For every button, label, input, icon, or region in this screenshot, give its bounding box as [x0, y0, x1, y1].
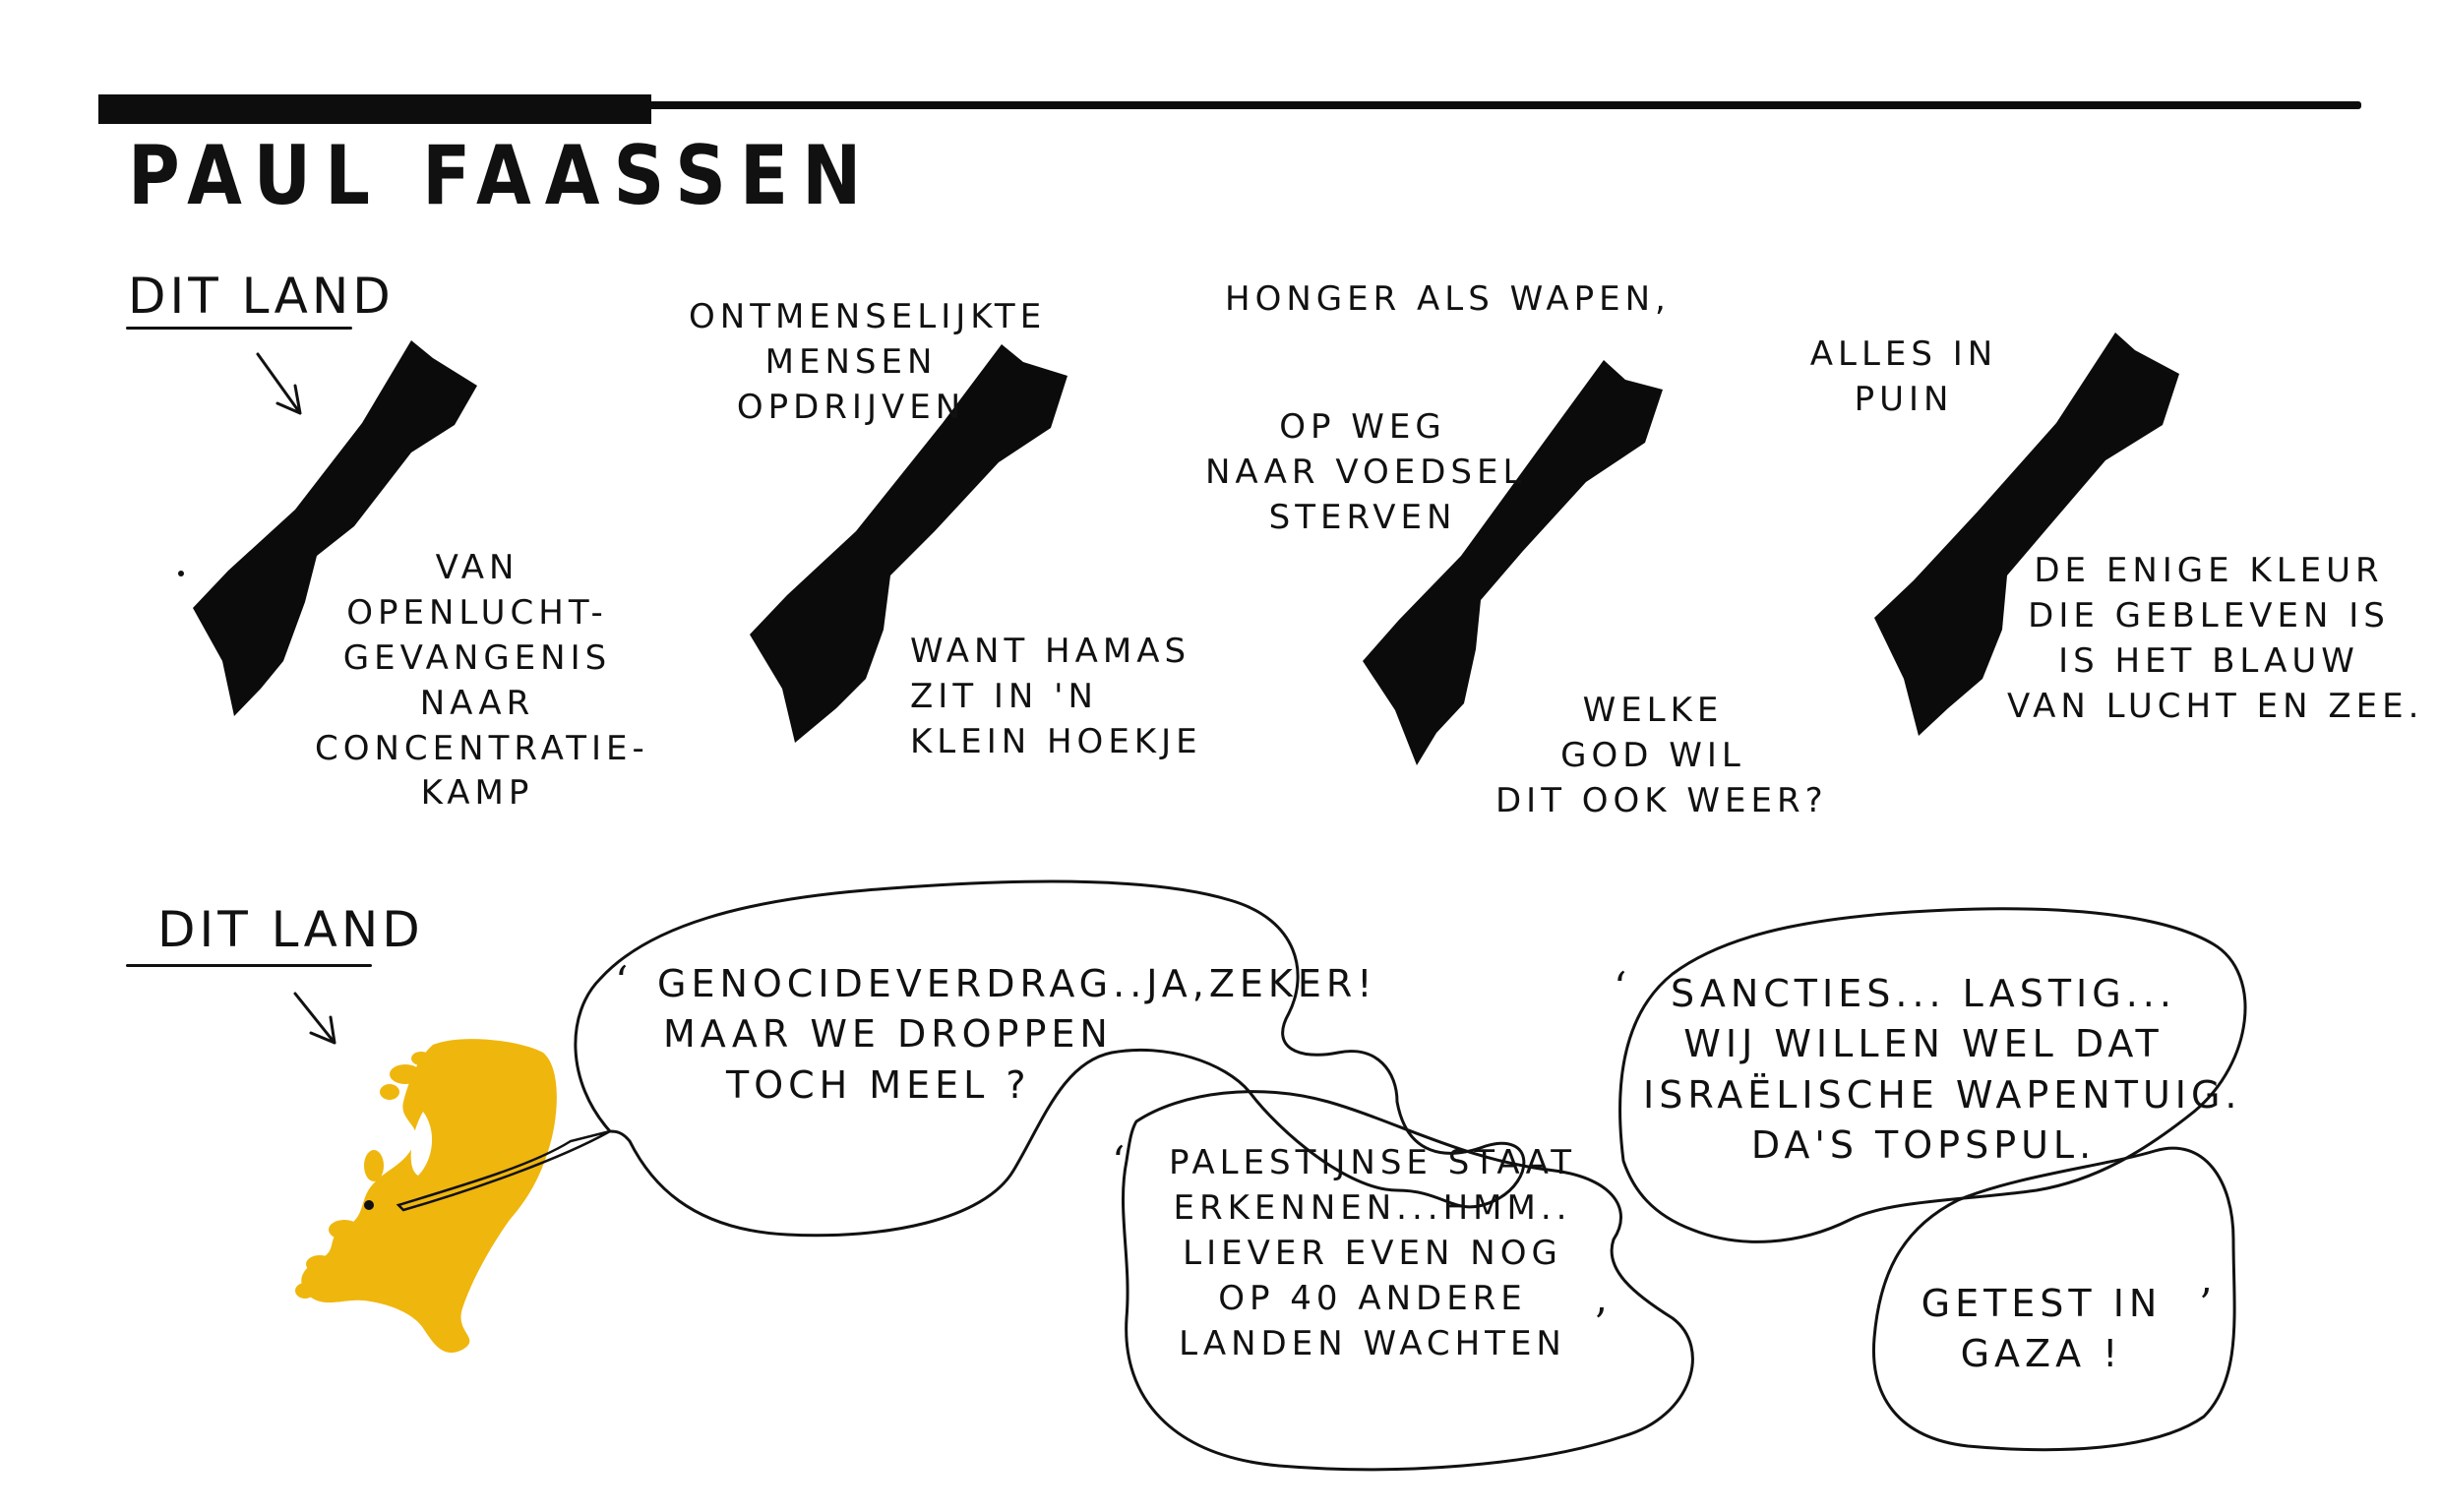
gaza-strip-1 [193, 340, 477, 716]
bubble-3-text: SANCTIES... LASTIG... WIJ WILLEN WEL DAT… [1643, 972, 2242, 1167]
quote-mark: ‘ [615, 957, 628, 1005]
map-bay [410, 1112, 433, 1176]
panel-1-caption: VAN OPENLUCHT- GEVANGENIS NAAR CONCENTRA… [315, 548, 649, 814]
speech-bubble-3 [1618, 907, 2247, 1243]
speech-bubble-4 [1871, 1146, 2236, 1452]
bubble-1-text: GENOCIDEVERDRAG..JA,ZEKER! MAAR WE DROPP… [657, 962, 1377, 1107]
panel-2-caption: WANT HAMAS ZIT IN 'N KLEIN HOEKJE [910, 632, 1202, 761]
arrow-icon [293, 992, 336, 1045]
arrow-icon [256, 352, 302, 415]
panel-3-top-text: HONGER ALS WAPEN, [1225, 279, 1671, 319]
gaza-strip-4 [1874, 333, 2179, 736]
quote-mark: ‘ [1112, 1137, 1125, 1185]
panel-3-caption: WELKE GOD WIL DIT OOK WEER? [1495, 691, 1828, 820]
speech-bubble-2 [1122, 1090, 1694, 1472]
map-location-dot [364, 1200, 374, 1210]
header-thick-rule [98, 94, 651, 124]
stray-dot [178, 571, 184, 576]
bubble-2-text: PALESTIJNSE STAAT ERKENNEN...HMM.. LIEVE… [1168, 1143, 1577, 1363]
bottom-label-underline [126, 964, 372, 967]
quote-mark: ‘ [1614, 963, 1626, 1011]
bottom-label: DIT LAND [157, 901, 424, 958]
panel-1-label: DIT LAND [128, 268, 395, 325]
artist-name: PAUL FAASSEN [128, 128, 876, 223]
panel-4-top-text: ALLES IN PUIN [1809, 334, 1998, 419]
quote-mark: ’ [2199, 1280, 2212, 1328]
panel-3-middle-text: OP WEG NAAR VOEDSEL STERVEN [1205, 407, 1527, 537]
gaza-strip-2 [750, 344, 1068, 743]
panel-1-label-underline [126, 327, 352, 330]
header-thin-rule [630, 101, 2361, 109]
panel-4-caption: DE ENIGE KLEUR DIE GEBLEVEN IS IS HET BL… [2007, 551, 2424, 726]
gaza-strip-3 [1363, 360, 1663, 765]
quote-mark: ’ [1594, 1300, 1607, 1348]
speech-bubble-1 [574, 879, 1526, 1238]
bubble-4-text: GETEST IN GAZA ! [1921, 1282, 2163, 1376]
panel-2-top-text: ONTMENSELIJKTE MENSEN OPDRIJVEN [689, 297, 1047, 427]
